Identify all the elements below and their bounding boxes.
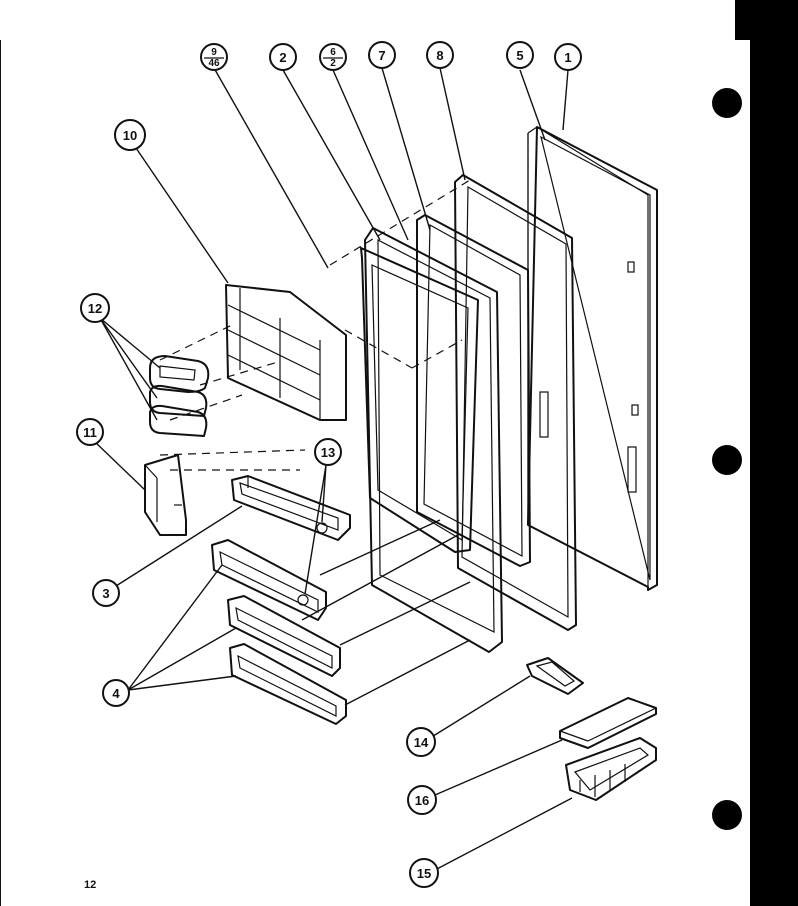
svg-text:3: 3	[102, 586, 109, 601]
svg-text:5: 5	[516, 48, 523, 63]
part-10-shelf-frame	[225, 284, 347, 421]
part-14-small-tray	[526, 657, 584, 695]
callout-13: 13	[314, 438, 342, 466]
svg-text:9: 9	[211, 47, 217, 58]
svg-text:1: 1	[564, 50, 571, 65]
callout-12: 12	[80, 293, 110, 323]
part-13-bin-supports	[297, 522, 328, 606]
part-16-cover	[559, 697, 657, 749]
part-3-shelf-bin	[231, 475, 351, 541]
part-15-ice-bin	[565, 737, 657, 801]
part-1-outer-door-panel	[527, 126, 658, 591]
part-11-cover-plate	[144, 454, 187, 536]
punch-hole-bottom	[712, 800, 742, 830]
part-12-containers	[149, 355, 210, 437]
svg-text:2: 2	[279, 50, 286, 65]
callout-11: 11	[76, 418, 104, 446]
callout-8: 8	[426, 41, 454, 69]
svg-text:10: 10	[123, 128, 137, 143]
page-number: 12	[84, 879, 96, 891]
callout-7: 7	[368, 41, 396, 69]
callout-3: 3	[92, 579, 120, 607]
callout-2: 2	[269, 43, 297, 71]
callout-16: 16	[407, 785, 437, 815]
svg-text:11: 11	[83, 425, 97, 440]
svg-text:46: 46	[208, 58, 220, 69]
svg-text:2: 2	[330, 58, 336, 69]
svg-text:13: 13	[321, 445, 335, 460]
callout-1: 1	[554, 43, 582, 71]
svg-text:6: 6	[330, 47, 336, 58]
part-8-door-frame	[454, 174, 577, 631]
svg-text:8: 8	[436, 48, 443, 63]
callout-5: 5	[506, 41, 534, 69]
callout-4: 4	[102, 679, 130, 707]
callout-15: 15	[409, 858, 439, 888]
punch-hole-top	[712, 88, 742, 118]
part-7-insulation-panel	[416, 214, 531, 567]
binder-strip	[750, 0, 798, 906]
part-2-inner-door-liner	[360, 227, 503, 653]
callout-6-2: 6 2	[319, 43, 347, 71]
callout-14: 14	[406, 727, 436, 757]
part-4-door-bins	[211, 539, 347, 725]
svg-text:12: 12	[88, 301, 102, 316]
callout-9-46: 9 46	[200, 43, 228, 71]
svg-text:15: 15	[417, 866, 431, 881]
svg-text:4: 4	[112, 686, 120, 701]
callout-10: 10	[114, 119, 146, 151]
svg-text:14: 14	[414, 735, 429, 750]
svg-text:16: 16	[415, 793, 429, 808]
punch-hole-middle	[712, 445, 742, 475]
leader-lines	[93, 67, 573, 871]
svg-text:7: 7	[378, 48, 385, 63]
